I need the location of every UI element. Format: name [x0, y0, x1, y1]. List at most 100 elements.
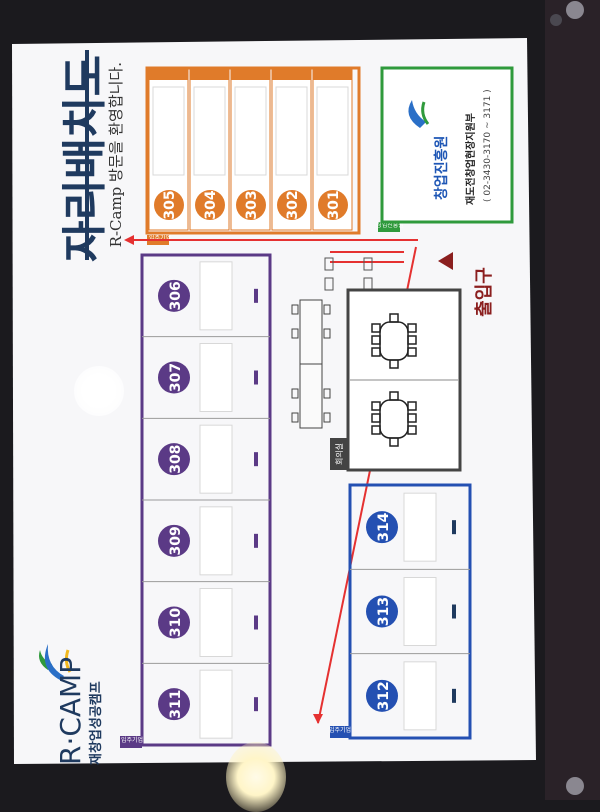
top-row-tag-label: 입주기업	[149, 234, 171, 242]
right-row-frame	[348, 483, 472, 740]
door-handle	[254, 533, 258, 548]
screw-top-right	[566, 1, 584, 19]
room-card: 304	[189, 69, 230, 231]
room-tab	[231, 70, 270, 80]
rcamp-logo: R·CAMP 재창업성공캠프	[39, 644, 104, 765]
room-badge	[318, 190, 348, 220]
org-logo-icon	[408, 100, 426, 128]
chair	[389, 359, 399, 369]
room-card: 310	[142, 581, 270, 657]
support-office-name: 재도전창업현장지원부	[464, 113, 477, 205]
tenant-name-plate	[199, 261, 233, 331]
room-card: 305	[148, 69, 189, 231]
chair	[407, 335, 417, 345]
room-card: 302	[271, 69, 312, 231]
support-office-phone: ( 02-3430-3170 ~ 3171 )	[483, 89, 493, 202]
room-number: 306	[168, 281, 184, 310]
chair	[371, 425, 381, 435]
support-org-logo-text: 창업진흥원	[433, 136, 450, 200]
tenant-name-plate	[403, 661, 437, 731]
room-number: 305	[162, 190, 178, 219]
room-badge	[158, 279, 190, 312]
tenant-name-plate	[234, 86, 267, 176]
right-edge-shadow	[545, 0, 600, 800]
meeting-room-label: 회의실	[334, 443, 344, 465]
room-number: 310	[168, 608, 184, 637]
room-card: 313	[350, 568, 470, 646]
tenant-name-plate	[403, 492, 437, 562]
chair	[407, 425, 417, 435]
door-handle	[254, 370, 258, 385]
door-handle	[254, 615, 258, 630]
lounge-chair	[323, 304, 331, 315]
door-handle	[254, 288, 258, 303]
room-card: 311	[142, 662, 270, 739]
room-number: 308	[168, 445, 184, 474]
meeting-room-tag	[330, 438, 348, 470]
conference-table-right	[371, 313, 417, 369]
room-number: 311	[168, 690, 184, 719]
org-logo-leaf-icon	[421, 101, 430, 125]
lounge-chair	[291, 328, 299, 339]
entrance: 출입구	[438, 252, 495, 317]
lounge-table	[291, 299, 331, 429]
tenant-name-plate	[199, 669, 233, 739]
board-title: 자리배치도	[58, 55, 111, 262]
room-number: 303	[244, 190, 260, 219]
tenant-name-plate	[193, 86, 226, 176]
door-handle	[452, 688, 456, 703]
tenant-name-plate	[152, 86, 185, 176]
door-handle	[254, 697, 258, 712]
room-badge	[158, 443, 190, 476]
floor-reflection	[226, 742, 286, 812]
right-row-tag	[330, 726, 350, 738]
room-card: 301	[312, 69, 353, 231]
room-card: 308	[142, 417, 270, 494]
tenant-name-plate	[199, 588, 233, 657]
door-mark	[363, 257, 373, 271]
room-badge	[277, 190, 307, 220]
room-tab	[313, 70, 352, 80]
tenant-name-plate	[403, 577, 437, 646]
room-tab	[190, 70, 229, 80]
chair	[407, 323, 417, 333]
support-office: 창업진흥원 창업진흥원 재도전창업현장지원부 ( 02-3430-3170 ~ …	[376, 66, 514, 232]
arrow-left-head-icon	[313, 714, 323, 724]
chair	[389, 313, 399, 323]
chair	[407, 347, 417, 357]
tenant-name-plate	[199, 506, 233, 576]
support-tag	[378, 222, 400, 232]
screw-top-right-inner	[550, 14, 562, 26]
logo-subtext: 재창업성공캠프	[88, 681, 104, 765]
lounge-chair	[323, 328, 331, 339]
room-number: 307	[168, 363, 184, 392]
room-card: 312	[350, 653, 470, 731]
chair	[371, 347, 381, 357]
room-badge	[195, 190, 225, 220]
door-marks	[324, 257, 373, 291]
door-handle	[452, 520, 456, 535]
board-subtitle: R-Camp 방문을 환영합니다.	[107, 62, 125, 247]
room-badge	[236, 190, 266, 220]
flash-glare	[74, 366, 124, 416]
room-badge	[158, 361, 190, 394]
chair	[371, 323, 381, 333]
arrow-up-head-icon	[124, 235, 134, 245]
conference-table-left	[371, 391, 417, 447]
room-badge	[158, 524, 190, 557]
chair	[371, 335, 381, 345]
logo-sun-icon	[64, 649, 72, 673]
lounge-chair	[323, 412, 331, 423]
meeting-room: 회의실	[330, 288, 462, 472]
room-badge	[366, 595, 398, 628]
support-tag-label: 창업진흥원	[376, 221, 404, 229]
title-underline	[85, 50, 89, 260]
screw-bottom-right	[566, 777, 584, 795]
left-room-list: 306 307 308 309 310 311	[142, 261, 270, 739]
entrance-label: 출입구	[473, 267, 495, 317]
room-card: 309	[142, 499, 270, 576]
